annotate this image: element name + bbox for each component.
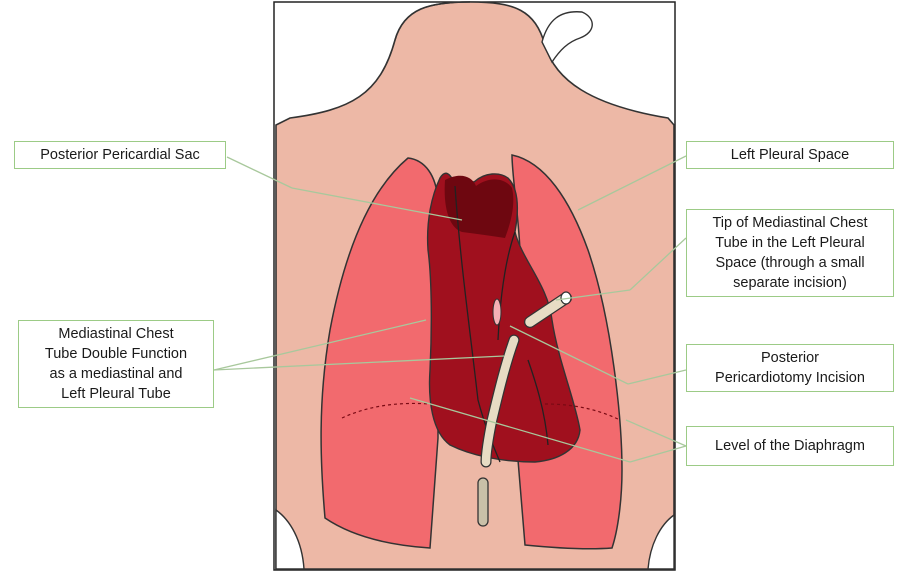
drainage-tube (478, 478, 488, 526)
label-text: Posterior (693, 348, 887, 368)
label-text: Posterior Pericardial Sac (21, 145, 219, 165)
label-posterior-pericardial-sac: Posterior Pericardial Sac (14, 141, 226, 169)
label-tip-of-mediastinal-tube: Tip of Mediastinal Chest Tube in the Lef… (686, 209, 894, 297)
label-text: Left Pleural Tube (25, 384, 207, 404)
label-text: Pericardiotomy Incision (693, 368, 887, 388)
label-text: Tip of Mediastinal Chest (693, 213, 887, 233)
pericardiotomy-incision (493, 299, 501, 325)
label-text: Left Pleural Space (693, 145, 887, 165)
label-mediastinal-double-function: Mediastinal Chest Tube Double Function a… (18, 320, 214, 408)
label-text: Tube in the Left Pleural (693, 233, 887, 253)
label-text: Mediastinal Chest (25, 324, 207, 344)
label-text: as a mediastinal and (25, 364, 207, 384)
label-text: Tube Double Function (25, 344, 207, 364)
label-left-pleural-space: Left Pleural Space (686, 141, 894, 169)
label-level-of-diaphragm: Level of the Diaphragm (686, 426, 894, 466)
label-text: Level of the Diaphragm (693, 436, 887, 456)
label-posterior-pericardiotomy: Posterior Pericardiotomy Incision (686, 344, 894, 392)
label-text: separate incision) (693, 273, 887, 293)
label-text: Space (through a small (693, 253, 887, 273)
